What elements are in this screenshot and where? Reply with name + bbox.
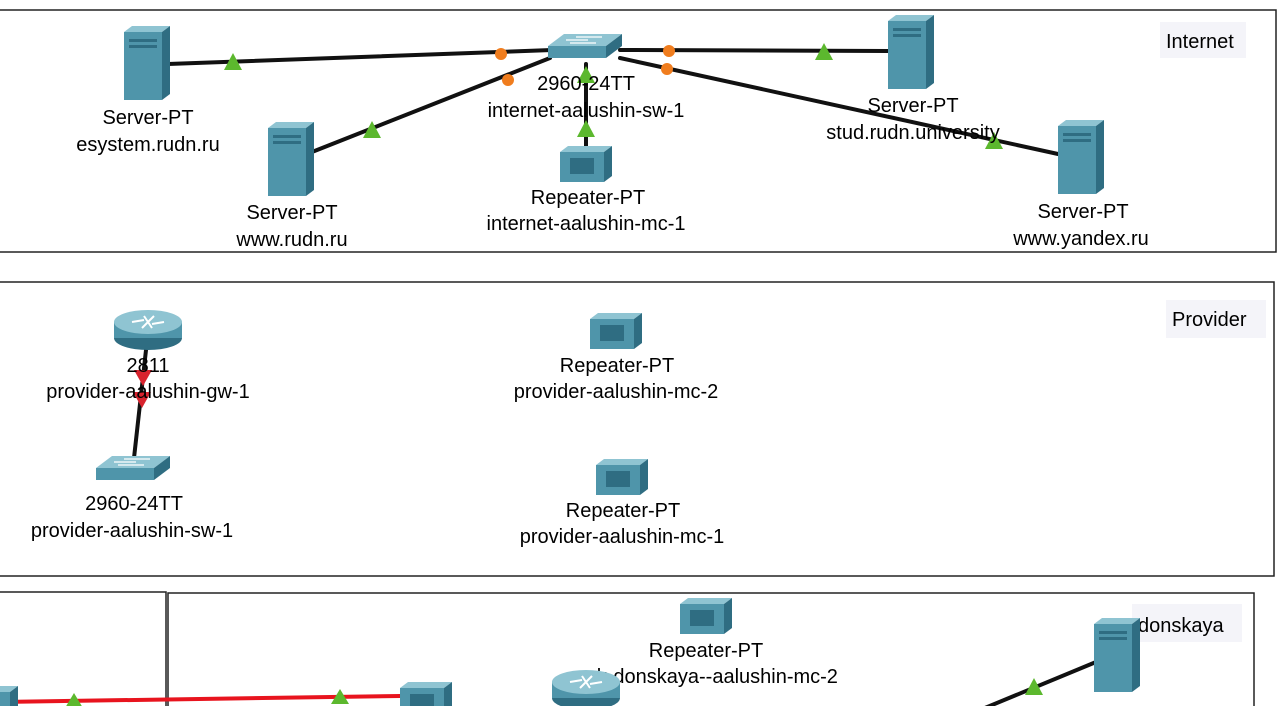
device-name-label: internet-aalushin-sw-1 [488,100,685,122]
device-internet-switch[interactable]: 2960-24TT internet-aalushin-sw-1 [488,33,685,122]
link-status-indicators [66,43,1043,706]
device-donskaya-repeater-2[interactable]: Repeater-PT msk-donskaya--aalushin-mc-2 [570,598,838,688]
area-label-provider-bg [1166,300,1266,338]
repeater-icon [560,146,612,182]
area-label-provider: Provider [1172,309,1247,331]
router-icon [551,669,621,706]
device-provider-router[interactable]: 2811 provider-aalushin-gw-1 [46,309,250,403]
device-internet-repeater[interactable]: Repeater-PT internet-aalushin-mc-1 [487,146,686,235]
device-name-label: provider-aalushin-gw-1 [46,381,249,403]
device-provider-repeater-2[interactable]: Repeater-PT provider-aalushin-mc-2 [514,313,719,403]
device-model-label: Repeater-PT [531,187,646,209]
device-yandex-server[interactable]: Server-PT www.yandex.ru [1012,120,1149,250]
device-left-repeater-partial[interactable] [0,686,18,706]
device-model-label: Repeater-PT [560,355,675,377]
device-name-label: www.yandex.ru [1012,228,1149,250]
device-donskaya-server[interactable] [1094,618,1140,692]
link-up-indicator [224,53,242,70]
area-label-internet-bg [1160,22,1246,58]
link-pending-indicator [663,45,675,57]
device-model-label: Server-PT [246,202,337,224]
link-switch-yandex[interactable] [618,56,1060,156]
link-up-indicator [1025,678,1043,695]
router-icon [113,309,183,351]
device-www-rudn-server[interactable]: Server-PT www.rudn.ru [235,122,348,251]
link-esystem-switch[interactable] [166,48,554,66]
switch-icon [95,455,171,481]
area-label-internet: Internet [1166,31,1234,53]
device-model-label: 2960-24TT [537,73,635,95]
device-model-label: Repeater-PT [566,500,681,522]
device-model-label: Repeater-PT [649,640,764,662]
link-down-indicator [133,392,151,408]
link-down-indicator [134,370,152,386]
device-provider-repeater-1[interactable]: Repeater-PT provider-aalushin-mc-1 [520,459,725,548]
link-pending-indicator [495,48,507,60]
link-up-indicator [815,43,833,60]
link-up-indicator [577,66,595,83]
server-icon [268,122,314,196]
device-name-label: internet-aalushin-mc-1 [487,213,686,235]
device-name-label: www.rudn.ru [235,229,347,251]
device-name-label: provider-aalushin-mc-2 [514,381,719,403]
device-esystem-server[interactable]: Server-PT esystem.rudn.ru [76,26,220,156]
area-provider-frame[interactable] [0,281,1275,577]
device-name-label: esystem.rudn.ru [76,134,219,156]
switch-icon [547,33,623,59]
device-name-label: stud.rudn.university [826,122,999,144]
device-model-label: 2960-24TT [85,493,183,515]
server-icon [1094,618,1140,692]
device-name-label: msk-donskaya--aalushin-mc-2 [570,666,838,688]
link-switch-stud[interactable] [618,48,890,53]
device-donskaya-repeater-partial[interactable] [400,682,452,706]
link-up-indicator [985,132,1003,149]
device-model-label: Server-PT [867,95,958,117]
repeater-icon [680,598,732,634]
link-up-indicator [363,121,381,138]
link-wwwrudn-switch[interactable] [310,56,552,154]
link-pending-indicator [502,74,514,86]
link-pending-indicator [661,63,673,75]
device-model-label: Server-PT [1037,201,1128,223]
device-model-label: Server-PT [102,107,193,129]
device-provider-switch[interactable]: 2960-24TT provider-aalushin-sw-1 [31,455,233,542]
server-icon [124,26,170,100]
server-icon [1058,120,1104,194]
link-up-indicator [577,120,595,137]
device-name-label: provider-aalushin-mc-1 [520,526,725,548]
device-stud-server[interactable]: Server-PT stud.rudn.university [826,15,1000,144]
repeater-icon [590,313,642,349]
area-left-frame[interactable] [0,591,167,706]
link-donskaya-server[interactable] [980,660,1098,706]
device-model-label: 2811 [126,355,169,377]
link-up-indicator [66,693,82,706]
repeater-icon [0,686,18,706]
server-icon [888,15,934,89]
link-up-indicator [331,689,349,704]
area-label-donskaya-bg [1132,604,1242,642]
repeater-icon [596,459,648,495]
device-donskaya-router-partial[interactable] [551,669,621,706]
area-label-donskaya: donskaya [1138,615,1224,637]
link-fiber-bottom[interactable] [0,694,402,704]
repeater-icon [400,682,452,706]
area-internet-frame[interactable] [0,9,1277,253]
area-donskaya-frame[interactable] [167,592,1255,706]
device-name-label: provider-aalushin-sw-1 [31,520,233,542]
